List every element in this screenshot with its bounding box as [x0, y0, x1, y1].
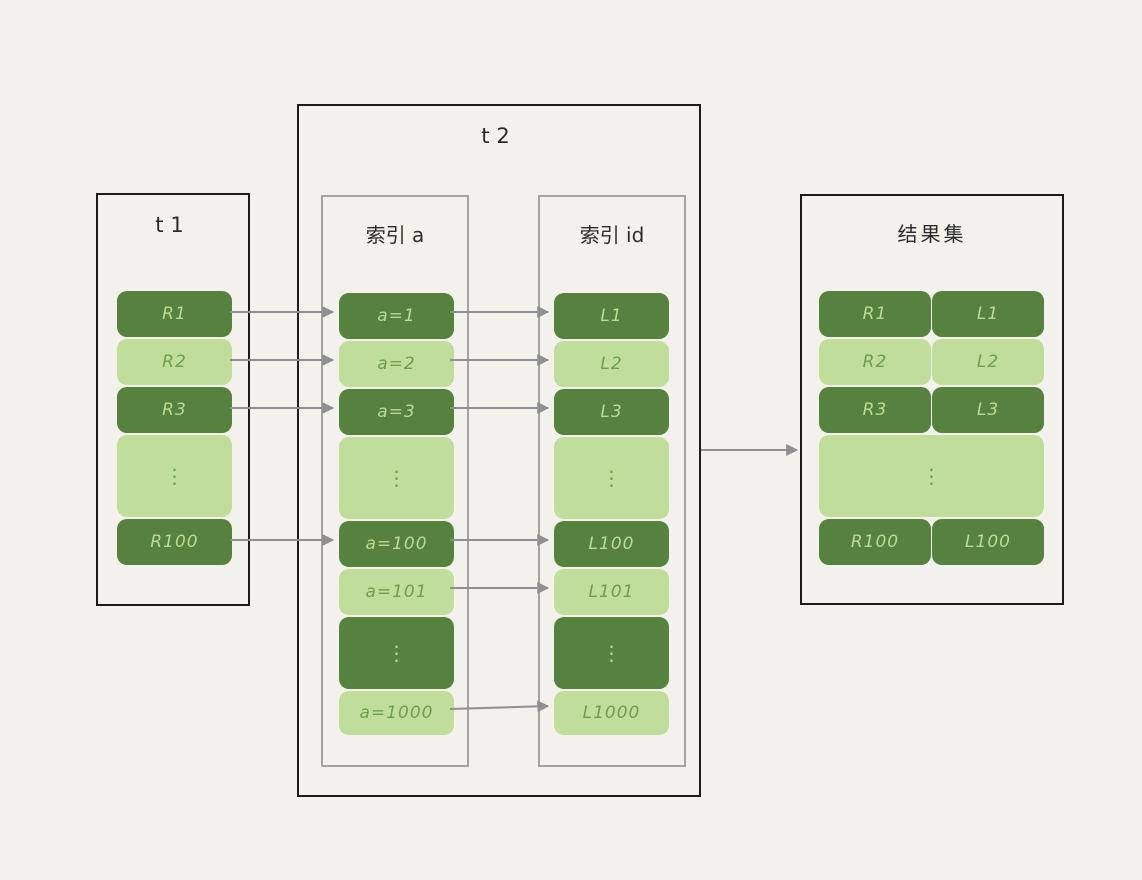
index-id-row-1: L1 [554, 293, 669, 339]
index-a-title: 索引 a [365, 223, 425, 247]
index-id-ellipsis-1: ⋮ [554, 437, 669, 519]
table-t1-title: t1 [155, 213, 191, 237]
result-row1-left: R1 [819, 291, 931, 337]
result-row100-right: L100 [932, 519, 1044, 565]
result-row2-right: L2 [932, 339, 1044, 385]
index-a-row-3: a=3 [339, 389, 454, 435]
index-a-ellipsis-1: ⋮ [339, 437, 454, 519]
result-set-title: 结果集 [897, 222, 967, 246]
table-t1-box: t1 R1 R2 R3 ⋮ R100 [96, 193, 250, 606]
vertical-ellipsis: ⋮ [164, 464, 185, 488]
vertical-ellipsis: ⋮ [601, 641, 622, 665]
result-ellipsis-row: ⋮ [819, 435, 1044, 517]
t1-row-r100: R100 [117, 519, 232, 565]
vertical-ellipsis: ⋮ [601, 466, 622, 490]
index-a-row-100: a=100 [339, 521, 454, 567]
t1-row-r3: R3 [117, 387, 232, 433]
index-id-row-101: L101 [554, 569, 669, 615]
result-set-box: 结果集 R1 L1 R2 L2 R3 L3 ⋮ R100 L100 [800, 194, 1064, 605]
index-id-row-1000: L1000 [554, 691, 669, 735]
index-id-row-3: L3 [554, 389, 669, 435]
t1-row-r1: R1 [117, 291, 232, 337]
index-a-row-2: a=2 [339, 341, 454, 387]
index-id-row-2: L2 [554, 341, 669, 387]
index-id-box: 索引 id L1 L2 L3 ⋮ L100 L101 ⋮ L1000 [538, 195, 686, 767]
vertical-ellipsis: ⋮ [386, 641, 407, 665]
index-id-title: 索引 id [579, 223, 645, 247]
index-id-ellipsis-2: ⋮ [554, 617, 669, 689]
result-row1-right: L1 [932, 291, 1044, 337]
index-a-row-1000: a=1000 [339, 691, 454, 735]
index-a-row-1: a=1 [339, 293, 454, 339]
t1-row-r2: R2 [117, 339, 232, 385]
vertical-ellipsis: ⋮ [386, 466, 407, 490]
result-row100-left: R100 [819, 519, 931, 565]
result-row3-right: L3 [932, 387, 1044, 433]
result-row3-left: R3 [819, 387, 931, 433]
table-t2-box: t2 索引 a a=1 a=2 a=3 ⋮ a=100 a=101 ⋮ a=10… [297, 104, 701, 797]
result-row2-left: R2 [819, 339, 931, 385]
index-a-box: 索引 a a=1 a=2 a=3 ⋮ a=100 a=101 ⋮ a=1000 [321, 195, 469, 767]
vertical-ellipsis: ⋮ [921, 464, 942, 488]
index-a-row-101: a=101 [339, 569, 454, 615]
t1-row-ellipsis: ⋮ [117, 435, 232, 517]
index-id-row-100: L100 [554, 521, 669, 567]
table-t2-title: t2 [481, 124, 517, 148]
index-a-ellipsis-2: ⋮ [339, 617, 454, 689]
